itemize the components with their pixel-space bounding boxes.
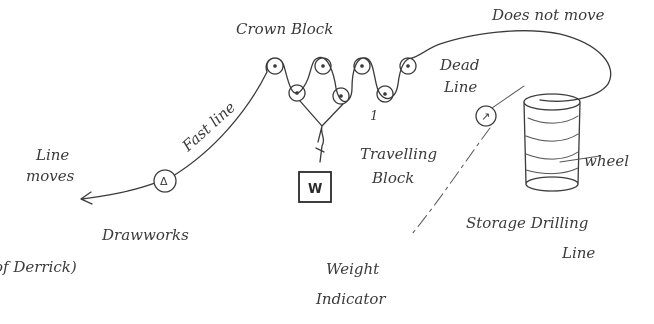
- weight-box: W: [298, 171, 332, 203]
- travelling-block-label-1: Travelling: [360, 145, 437, 163]
- weight-indicator-label-2: Indicator: [315, 290, 386, 308]
- weight-letter: W: [308, 182, 322, 197]
- line-moves-label-2: moves: [26, 167, 75, 185]
- travelling-block-hanger: [299, 100, 344, 163]
- drawworks-drum: Δ: [153, 169, 177, 193]
- drawworks-symbol: Δ: [160, 175, 168, 188]
- crown-block-sheaves: [266, 57, 417, 75]
- line-moves-label-1: Line: [35, 146, 69, 164]
- block-mark: 1: [370, 109, 378, 124]
- wheel-label: wheel: [584, 152, 629, 170]
- dead-line-label-2: Line: [443, 78, 477, 96]
- fast-line-rope: [172, 71, 268, 177]
- storage-drilling-line-label-2: Line: [561, 244, 595, 262]
- does-not-move-label: Does not move: [491, 6, 605, 24]
- storage-drilling-line-label-1: Storage Drilling: [466, 214, 588, 232]
- travelling-block-label-2: Block: [371, 169, 414, 187]
- weight-indicator-label-1: Weight: [326, 260, 380, 278]
- deadline-anchor: ↗: [475, 105, 497, 127]
- wheel-pointer: [559, 155, 601, 163]
- hook-mark: [315, 147, 325, 153]
- storage-reel: [523, 93, 581, 192]
- derrick-fragment-label: of Derrick): [0, 258, 77, 276]
- indicator-symbol: ↗: [481, 110, 490, 123]
- drawworks-label: Drawworks: [101, 226, 189, 244]
- reeved-drilling-line: [265, 30, 612, 103]
- deadline-tie: [491, 85, 525, 109]
- line-moves-arrow: [81, 182, 156, 200]
- dead-line-label-1: Dead: [439, 56, 479, 74]
- crown-block-label: Crown Block: [236, 20, 333, 38]
- line-moves-arrowhead: [80, 191, 93, 205]
- weight-indicator-line: [411, 127, 491, 235]
